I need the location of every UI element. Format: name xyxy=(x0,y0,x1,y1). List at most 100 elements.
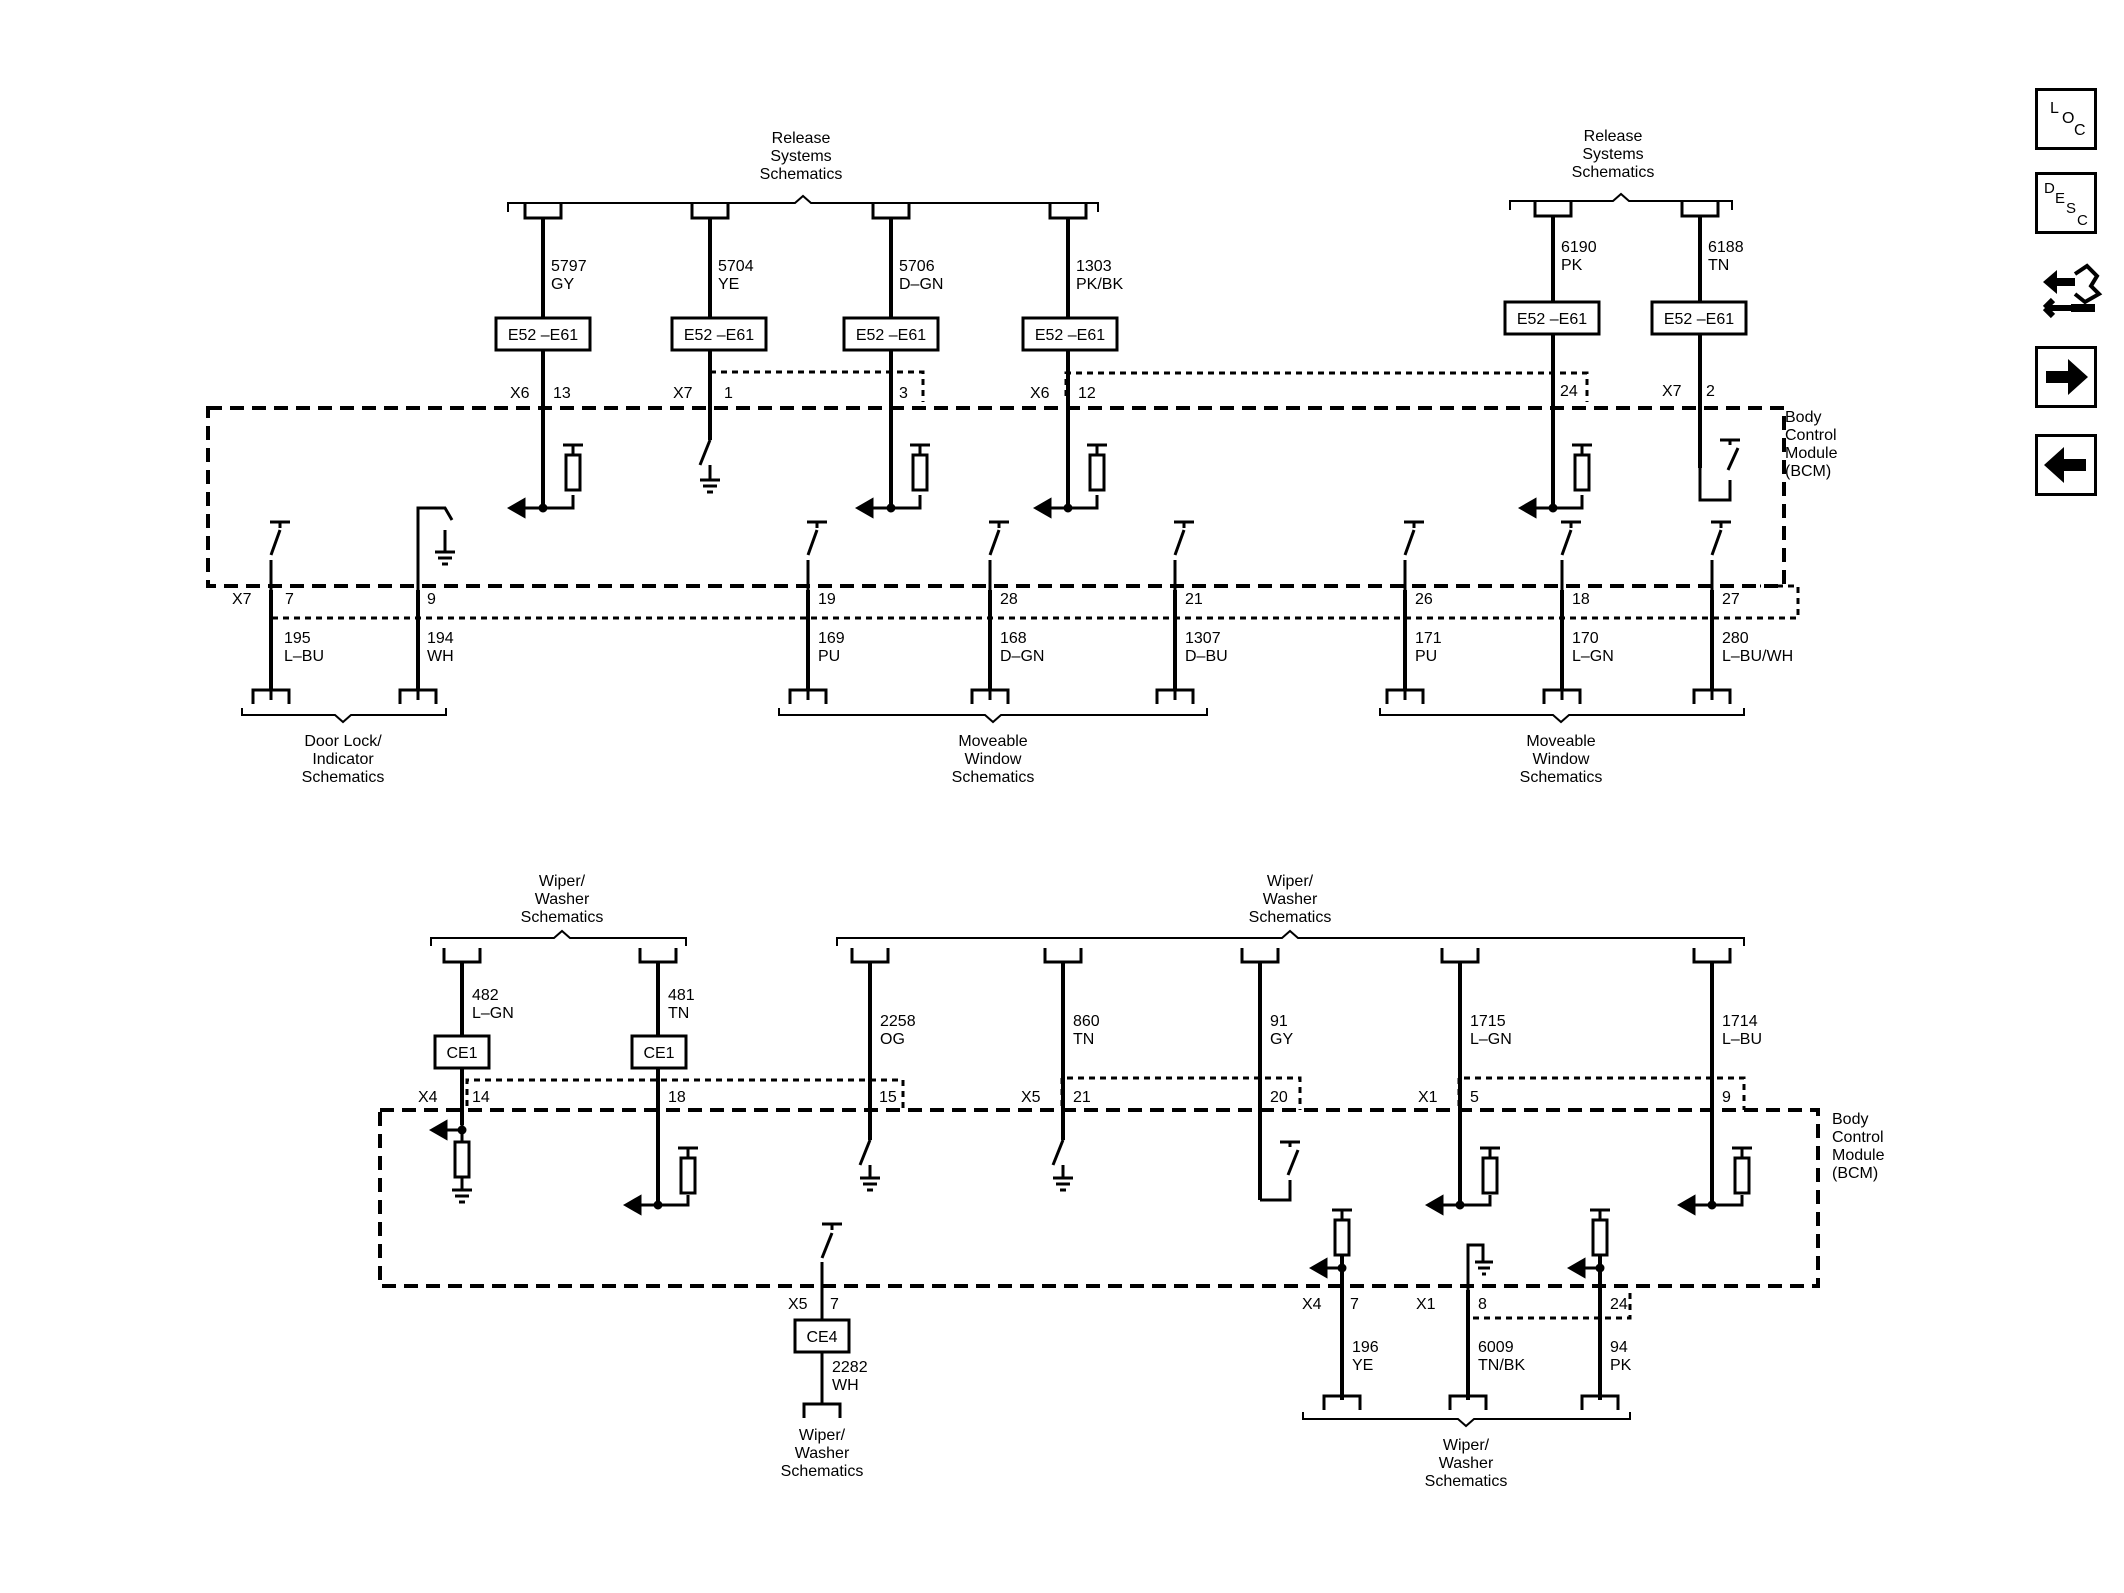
svg-text:C: C xyxy=(2074,122,2086,139)
desc-icon: D E S C xyxy=(2044,180,2088,229)
group-label-door-lock: Indicator xyxy=(312,751,374,768)
connector-label: X6 xyxy=(1030,385,1050,402)
wire-color: WH xyxy=(427,648,454,665)
bcm-label: Control xyxy=(1832,1129,1884,1146)
pin-number: 24 xyxy=(1610,1296,1628,1313)
circuit-number: 171 xyxy=(1415,630,1442,647)
component-box-label: E52 –E61 xyxy=(1664,311,1734,328)
connector-label: X4 xyxy=(1302,1296,1322,1313)
next-button[interactable] xyxy=(2035,346,2097,408)
wire-color: PK xyxy=(1610,1357,1632,1374)
previous-button[interactable] xyxy=(2035,434,2097,496)
pin-number: 24 xyxy=(1560,383,1578,400)
pin-number: 5 xyxy=(1470,1089,1479,1106)
circuit-number: 860 xyxy=(1073,1013,1100,1030)
pin-number: 21 xyxy=(1185,591,1203,608)
bcm-label: Module xyxy=(1785,445,1838,462)
wire-color: YE xyxy=(1352,1357,1373,1374)
pin-number: 19 xyxy=(818,591,836,608)
pin-number: 28 xyxy=(1000,591,1018,608)
group-label-release: Release xyxy=(1584,128,1643,145)
circuit-number: 195 xyxy=(284,630,311,647)
wire-color: GY xyxy=(1270,1031,1293,1048)
pin-number: 9 xyxy=(427,591,436,608)
wire-color: L–BU xyxy=(284,648,324,665)
group-label-wiper: Washer xyxy=(1439,1455,1494,1472)
connector-label: X5 xyxy=(788,1296,808,1313)
group-label-wiper: Schematics xyxy=(521,909,604,926)
wire-color: WH xyxy=(832,1377,859,1394)
wire-color: D–GN xyxy=(899,276,943,293)
wire-color: L–GN xyxy=(1572,648,1614,665)
group-label-release: Schematics xyxy=(760,166,843,183)
svg-text:L: L xyxy=(2050,100,2059,117)
group-label-wiper: Wiper/ xyxy=(799,1427,846,1444)
component-box-label: CE1 xyxy=(446,1045,477,1062)
circuit-number: 1307 xyxy=(1185,630,1221,647)
connector-label: X1 xyxy=(1418,1089,1438,1106)
pin-number: 8 xyxy=(1478,1296,1487,1313)
pin-number: 18 xyxy=(668,1089,686,1106)
circuit-number: 196 xyxy=(1352,1339,1379,1356)
circuit-number: 1714 xyxy=(1722,1013,1758,1030)
arrow-right-icon xyxy=(2046,359,2088,395)
wire-color: L–GN xyxy=(1470,1031,1512,1048)
group-label-window: Moveable xyxy=(958,733,1027,750)
circuit-number: 91 xyxy=(1270,1013,1288,1030)
component-box-label: E52 –E61 xyxy=(1517,311,1587,328)
wire-color: PU xyxy=(1415,648,1437,665)
svg-text:S: S xyxy=(2066,200,2076,217)
connector-tool-icon[interactable] xyxy=(2035,252,2105,332)
group-label-window: Moveable xyxy=(1526,733,1595,750)
pin-number: 20 xyxy=(1270,1089,1288,1106)
circuit-number: 6009 xyxy=(1478,1339,1514,1356)
pin-number: 9 xyxy=(1722,1089,1731,1106)
loc-button[interactable]: L O C xyxy=(2035,88,2097,150)
desc-button[interactable]: D E S C xyxy=(2035,172,2097,234)
bottom-section xyxy=(378,929,1820,1428)
group-label-wiper: Wiper/ xyxy=(1443,1437,1490,1454)
wire-color: L–BU xyxy=(1722,1031,1762,1048)
bcm-label: Body xyxy=(1832,1111,1868,1128)
circuit-number: 169 xyxy=(818,630,845,647)
group-label-wiper: Wiper/ xyxy=(1267,873,1314,890)
group-label-wiper: Washer xyxy=(1263,891,1318,908)
wire-color: OG xyxy=(880,1031,905,1048)
component-box-label: CE1 xyxy=(643,1045,674,1062)
group-label-wiper: Schematics xyxy=(1425,1473,1508,1490)
circuit-number: 280 xyxy=(1722,630,1749,647)
circuit-number: 168 xyxy=(1000,630,1027,647)
connector-tool-icon xyxy=(2042,263,2103,319)
circuit-number: 5706 xyxy=(899,258,935,275)
pin-number: 7 xyxy=(830,1296,839,1313)
bcm-label: (BCM) xyxy=(1832,1165,1878,1182)
bcm-label: (BCM) xyxy=(1785,463,1831,480)
circuit-number: 2258 xyxy=(880,1013,916,1030)
component-box-label: E52 –E61 xyxy=(1035,327,1105,344)
circuit-number: 1715 xyxy=(1470,1013,1506,1030)
wire-color: PK/BK xyxy=(1076,276,1123,293)
group-label-door-lock: Door Lock/ xyxy=(304,733,382,750)
group-label-release: Release xyxy=(772,130,831,147)
top-section xyxy=(206,192,1800,724)
wire-color: D–GN xyxy=(1000,648,1044,665)
top-labels: Release Systems Schematics Release Syste… xyxy=(232,128,1838,786)
circuit-number: 94 xyxy=(1610,1339,1628,1356)
group-label-wiper: Schematics xyxy=(1249,909,1332,926)
connector-label: X5 xyxy=(1021,1089,1041,1106)
bcm-label: Module xyxy=(1832,1147,1885,1164)
wire-color: TN xyxy=(1073,1031,1094,1048)
wire-color: L–BU/WH xyxy=(1722,648,1793,665)
circuit-number: 482 xyxy=(472,987,499,1004)
pin-number: 18 xyxy=(1572,591,1590,608)
component-box-label: CE4 xyxy=(806,1329,837,1346)
loc-icon: L O C xyxy=(2050,100,2086,139)
bottom-labels: Wiper/ Washer Schematics Wiper/ Washer S… xyxy=(418,873,1885,1490)
circuit-number: 6188 xyxy=(1708,239,1744,256)
component-box-label: E52 –E61 xyxy=(856,327,926,344)
svg-text:D: D xyxy=(2044,180,2055,197)
wire-color: PU xyxy=(818,648,840,665)
group-label-window: Schematics xyxy=(1520,769,1603,786)
component-box-label: E52 –E61 xyxy=(508,327,578,344)
pin-number: 7 xyxy=(285,591,294,608)
